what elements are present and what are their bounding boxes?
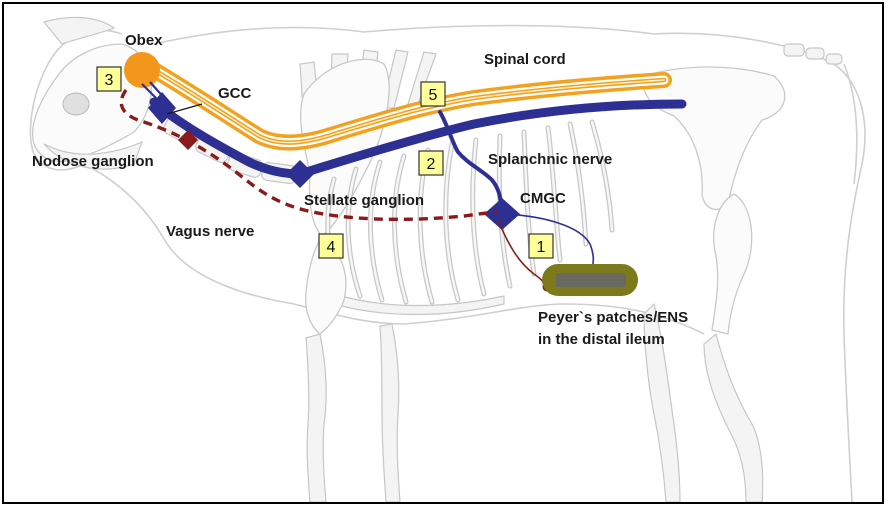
label-cmgc: CMGC <box>520 190 566 207</box>
horn <box>44 17 114 44</box>
svg-text:5: 5 <box>429 87 438 104</box>
label-splanchnic-nerve: Splanchnic nerve <box>488 151 612 168</box>
svg-text:4: 4 <box>327 239 336 256</box>
marker-2: 2 <box>419 151 443 175</box>
cow-skeleton <box>30 17 864 502</box>
femur <box>712 194 752 334</box>
label-spinal-cord: Spinal cord <box>484 51 566 68</box>
front-leg-far <box>380 324 400 502</box>
label-peyers-line1: Peyer`s patches/ENS <box>538 309 688 326</box>
label-gcc: GCC <box>218 85 252 102</box>
marker-5: 5 <box>421 82 445 106</box>
label-stellate-ganglion: Stellate ganglion <box>304 192 424 209</box>
hind-tibia <box>704 334 763 502</box>
eye-socket <box>63 93 89 115</box>
obex-node <box>124 52 160 88</box>
label-nodose-ganglion: Nodose ganglion <box>32 153 154 170</box>
marker-3: 3 <box>97 67 121 91</box>
label-peyers-line2: in the distal ileum <box>538 331 665 348</box>
label-obex: Obex <box>125 32 163 49</box>
svg-text:2: 2 <box>427 156 436 173</box>
cmgc-ganglion <box>484 198 520 230</box>
spinal-cord <box>144 64 664 143</box>
svg-text:3: 3 <box>105 72 114 89</box>
svg-text:1: 1 <box>537 239 546 256</box>
front-radius <box>306 334 326 502</box>
marker-4: 4 <box>319 234 343 258</box>
marker-1: 1 <box>529 234 553 258</box>
ileum <box>542 264 638 296</box>
cow-neural-pathway-diagram: Obex Spinal cord GCC Nodose ganglion Spl… <box>4 4 882 502</box>
tail <box>784 44 857 184</box>
pelvis <box>643 67 784 209</box>
label-vagus-nerve: Vagus nerve <box>166 223 254 240</box>
